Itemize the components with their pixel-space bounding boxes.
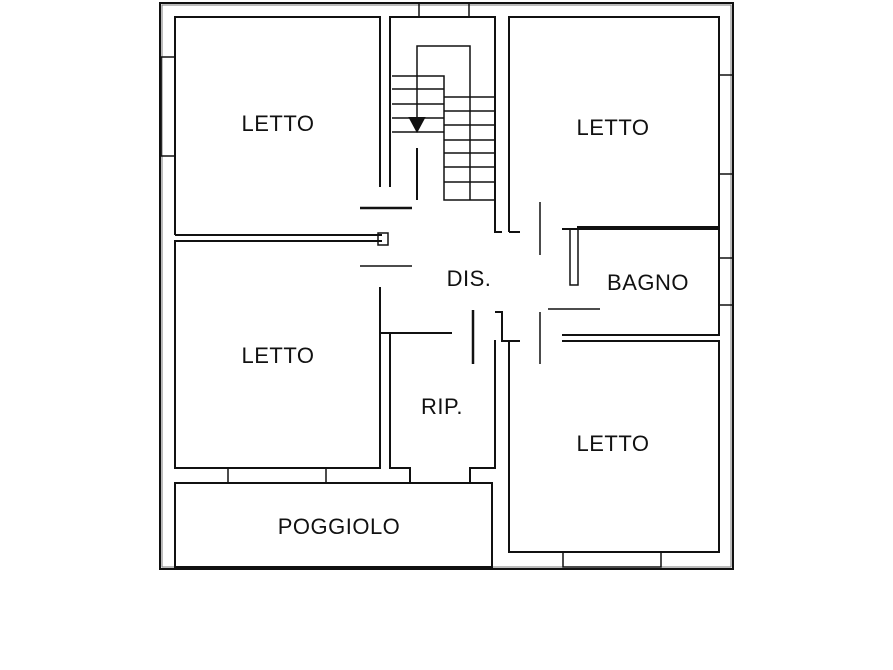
wall-letto-top-right <box>508 16 720 232</box>
room-label-bagno: BAGNO <box>607 270 689 295</box>
room-label-disimpegno: DIS. <box>446 266 492 291</box>
wall-letto-mid-left <box>174 240 382 469</box>
window-right-top <box>718 74 734 175</box>
window-bottom-right <box>562 551 662 568</box>
window-bagno <box>718 257 734 306</box>
wall-letto-bottom-right <box>508 340 720 553</box>
room-label-letto-bottom-right: LETTO <box>576 431 650 456</box>
room-label-poggiolo: POGGIOLO <box>277 514 401 539</box>
wall-poggiolo <box>174 482 493 568</box>
window-poggiolo <box>227 467 327 484</box>
room-label-ripostiglio: RIP. <box>421 394 463 419</box>
room-label-letto-mid-left: LETTO <box>241 343 315 368</box>
arrow-down-icon <box>408 117 426 134</box>
stair-icon <box>392 45 495 201</box>
room-label-letto-top-left: LETTO <box>241 111 315 136</box>
window-left <box>160 56 176 157</box>
window-top <box>418 2 470 18</box>
room-label-letto-top-right: LETTO <box>576 115 650 140</box>
stair-wall <box>389 16 502 233</box>
